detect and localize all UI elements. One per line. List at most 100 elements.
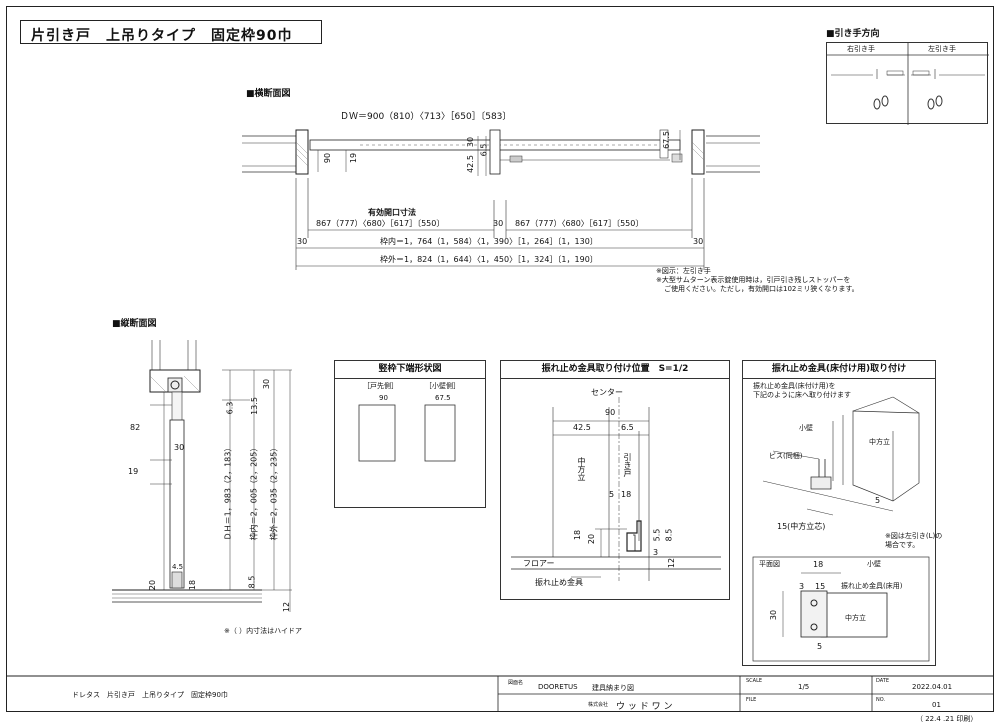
- side-30-right: 30: [693, 237, 704, 246]
- center-label: センター: [591, 388, 623, 397]
- file-label: FILE: [746, 697, 757, 703]
- dim-67-5: 67.5: [661, 131, 671, 149]
- document-type: 建具納まり図: [592, 684, 634, 692]
- floor-label: フロアー: [523, 559, 555, 568]
- vertical-section-drawing: [112, 340, 292, 612]
- screw-label: ビス(同梱): [769, 452, 803, 460]
- pos-dim-18: 18: [621, 490, 632, 499]
- vdim-4-5: 4.5: [172, 563, 184, 571]
- door-end-label: ［戸先側］: [363, 382, 398, 390]
- horizontal-section-drawing: [242, 129, 760, 270]
- plan-wall-label: 小壁: [867, 560, 881, 568]
- date-label: DATE: [876, 678, 890, 684]
- vdim-12: 12: [282, 601, 292, 613]
- note-stopper: ※大型サムターン表示錠使用時は，引戸引き残しストッパーを: [656, 276, 851, 284]
- vdim-18: 18: [188, 579, 198, 591]
- note-left-handle: ※図示：左引き手: [656, 267, 711, 275]
- plan-label: 平面図: [759, 560, 780, 568]
- side-30-left: 30: [297, 237, 308, 246]
- outer-frame-width: 枠外＝1，824（1，644）〈1，450〉［1，324］〔1，190〕: [380, 255, 598, 264]
- vdim-30: 30: [174, 443, 185, 452]
- fitting-install-title: 振れ止め金具(床付け用)取り付け: [743, 361, 935, 379]
- vertical-section-header: ■縦断面図: [112, 319, 157, 329]
- plan-fitting-label: 振れ止め金具(床用): [841, 582, 903, 590]
- scale-value: 1/5: [798, 683, 810, 691]
- left-handle-label: 左引き手: [928, 45, 956, 53]
- scale-label: SCALE: [746, 678, 763, 684]
- date-value: 2022.04.01: [912, 683, 953, 691]
- drawing-name: ドレタス 片引き戸 上吊りタイプ 固定枠90巾: [72, 691, 228, 699]
- pos-dim-8-5: 8.5: [664, 528, 674, 542]
- install-dim-5: 5: [875, 496, 881, 505]
- pos-dim-42-5: 42.5: [573, 423, 591, 432]
- install-desc-2: 下記のように床へ取り付けます: [753, 391, 851, 399]
- plan-dim-18: 18: [813, 560, 824, 569]
- vdim-20: 20: [148, 579, 158, 591]
- dim-6-5: 6.5: [479, 143, 489, 157]
- effective-opening-left: 867（777）〈680〉［617］〔550〕: [316, 219, 445, 228]
- install-note-1: ※図は左引き(L)の: [885, 532, 943, 540]
- wall-side-dim: 67.5: [435, 394, 451, 402]
- fitting-position-title: 振れ止め金具取り付け位置 S=1/2: [501, 361, 729, 379]
- mullion-label: 中方立: [577, 457, 586, 481]
- fitting-position-panel: 振れ止め金具取り付け位置 S=1/2 センター 90 42.5 6.5 中方立 …: [500, 360, 730, 600]
- drawing-frame: [6, 6, 994, 712]
- brand-name: DOORETUS: [538, 683, 578, 691]
- vdim-inner: 枠内＝2，005（2，205）: [249, 443, 259, 541]
- plan-dim-5: 5: [817, 642, 823, 651]
- pos-dim-12: 12: [667, 557, 677, 569]
- company-name: ウ ッ ド ワ ン: [616, 702, 673, 712]
- horizontal-section-header: ■横断面図: [246, 89, 291, 99]
- pos-dim-90: 90: [605, 408, 616, 417]
- inner-frame-width: 枠内＝1，764（1，584）〈1，390〉［1，264］〔1，130〕: [380, 237, 598, 246]
- door-end-dim: 90: [379, 394, 388, 402]
- fitting-label: 振れ止め金具: [535, 578, 583, 587]
- effective-opening-mid: 30: [493, 219, 504, 228]
- no-label: NO.: [876, 697, 886, 703]
- vdim-19: 19: [128, 467, 139, 476]
- vdim-13-5: 13.5: [249, 397, 259, 415]
- print-date: （ 22.4 .21 印刷）: [916, 715, 978, 723]
- plan-dim-15: 15: [815, 582, 826, 591]
- effective-opening-title: 有効開口寸法: [368, 208, 416, 217]
- company-label: 株式会社: [588, 702, 609, 708]
- pos-dim-20: 20: [587, 533, 597, 545]
- pos-dim-3: 3: [653, 548, 659, 557]
- pos-dim-18b: 18: [573, 529, 583, 541]
- dim-42-5: 42.5: [465, 155, 475, 173]
- dw-dimension: ＤＷ＝900（810）〈713〉［650］〔583〕: [340, 112, 512, 122]
- dim-19: 19: [349, 152, 359, 164]
- frame-bottom-shape-title: 竪枠下端形状図: [335, 361, 485, 379]
- vdim-8-5: 8.5: [247, 575, 257, 589]
- mullion-label-3d: 中方立: [869, 438, 890, 446]
- dim-90: 90: [323, 152, 333, 164]
- door-direction-box: 右引き手 左引き手: [826, 42, 989, 125]
- door-direction-header: ■引き手方向: [826, 29, 880, 39]
- right-handle-label: 右引き手: [847, 45, 875, 53]
- sliding-door-label: 引き戸: [623, 453, 632, 477]
- door-direction-drawing: [827, 43, 989, 125]
- drawing-name-label: 図面名: [508, 680, 524, 686]
- pos-dim-6-5: 6.5: [621, 423, 634, 432]
- vdim-outer: 枠外＝2，035（2，235）: [269, 443, 279, 541]
- sheet-number: 01: [932, 701, 941, 709]
- fitting-install-panel: 振れ止め金具(床付け用)取り付け 振れ止め金具(床付け用)を 下記のように床へ取…: [742, 360, 942, 666]
- vdim-82: 82: [130, 423, 141, 432]
- install-desc-1: 振れ止め金具(床付け用)を: [753, 382, 836, 390]
- plan-mullion-label: 中方立: [845, 614, 866, 622]
- vdim-30-top: 30: [262, 378, 272, 390]
- pos-dim-5-5: 5.5: [652, 528, 662, 542]
- vertical-note: ※（ ）内寸法はハイドア: [224, 627, 302, 635]
- frame-bottom-shape-panel: 竪枠下端形状図 ［戸先側］ ［小壁側］ 90 67.5: [334, 360, 486, 508]
- effective-opening-right: 867（777）〈680〉［617］〔550〕: [515, 219, 644, 228]
- vdim-6-3: 6.3: [225, 401, 235, 415]
- install-center-15: 15(中方立芯): [777, 522, 826, 531]
- install-note-2: 場合です。: [885, 541, 920, 549]
- plan-dim-3: 3: [799, 582, 805, 591]
- note-effective-narrow: ご使用ください。ただし，有効開口は102ミリ狭くなります。: [664, 285, 859, 293]
- vdim-dh: ＤＨ＝1，983（2，183）: [223, 443, 233, 541]
- drawing-title: 片引き戸 上吊りタイプ 固定枠90巾: [20, 20, 322, 44]
- wall-side-label: ［小壁側］: [425, 382, 460, 390]
- wall-label: 小壁: [799, 424, 813, 432]
- dim-30: 30: [466, 136, 476, 148]
